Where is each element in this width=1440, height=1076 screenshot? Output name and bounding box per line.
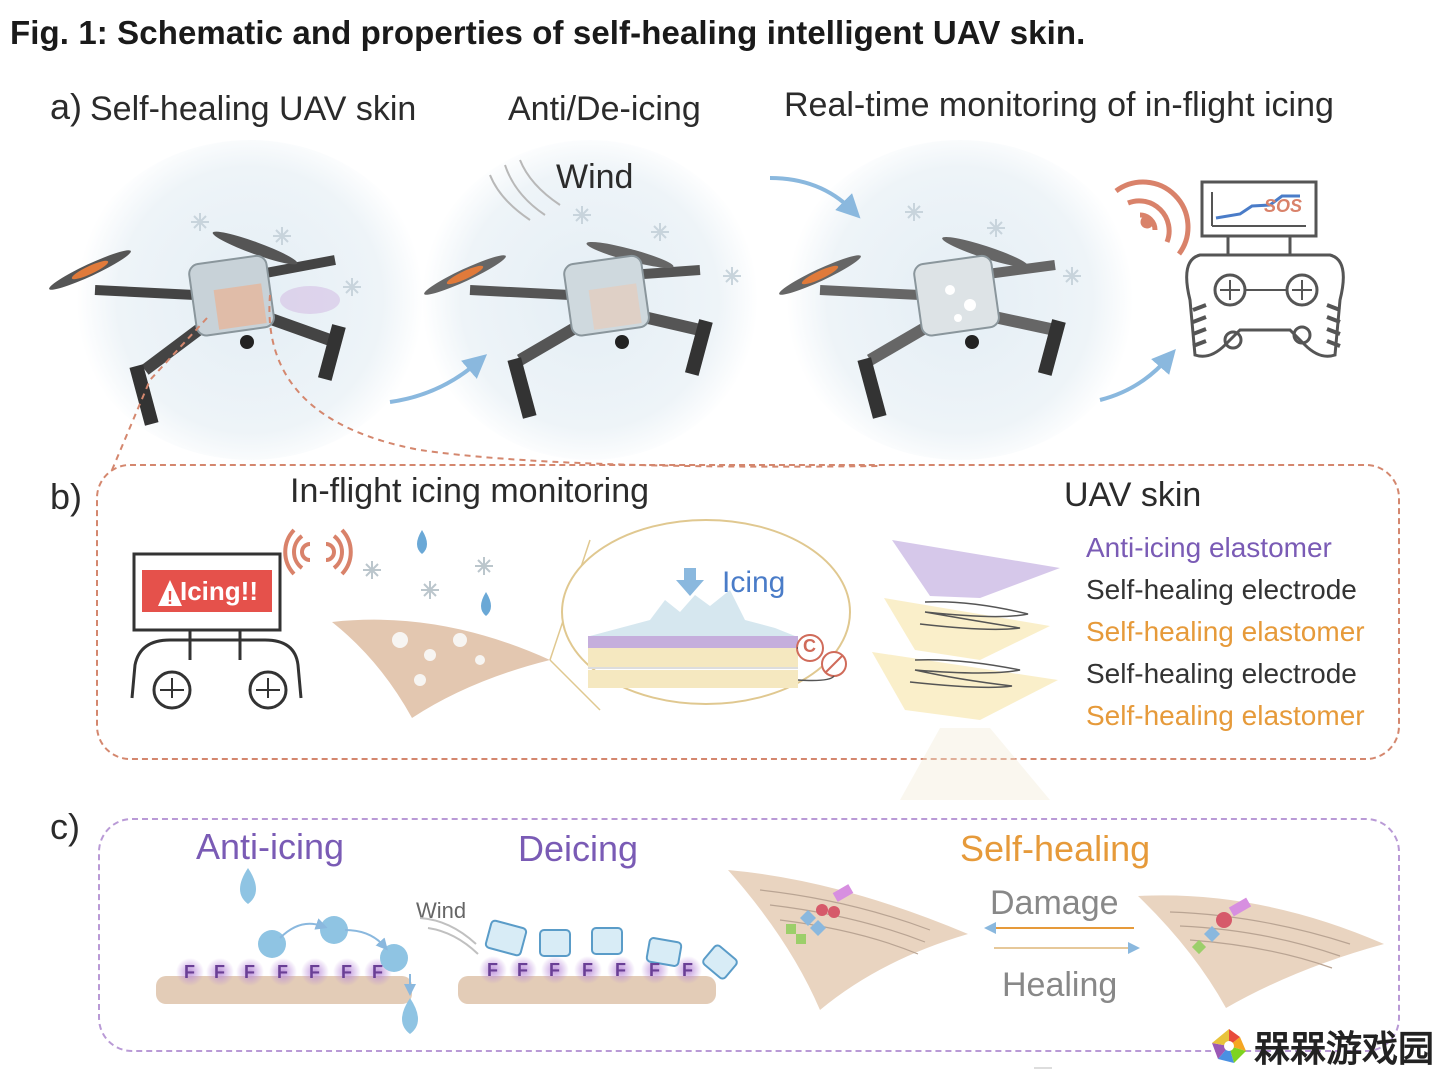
- f-symbol-de-2: F: [517, 960, 528, 980]
- skin-sheet-icon: [332, 619, 550, 718]
- snowflake-b-icons: [363, 557, 493, 599]
- warning-triangle-icon: [158, 580, 182, 606]
- anti-icing-f-glows: [176, 958, 392, 986]
- svg-text:!: !: [167, 588, 173, 608]
- figure-title: Fig. 1: Schematic and properties of self…: [10, 14, 1086, 51]
- f-symbol-de-3: F: [549, 960, 560, 980]
- panel-c-letter: c): [50, 806, 80, 847]
- label-damage: Damage: [990, 884, 1119, 922]
- layer-label-elastomer-1: Self-healing elastomer: [1086, 616, 1365, 647]
- water-drop-1-icon: [417, 530, 427, 554]
- wind-streaks-c-icon: [419, 917, 479, 955]
- f-symbol-anti-6: F: [341, 962, 352, 982]
- healed-molecules-icon: [1191, 897, 1252, 955]
- watermark-logo-icon: [1211, 1029, 1246, 1063]
- f-symbol-de-7: F: [682, 960, 693, 980]
- drone-1-icon: [49, 231, 346, 426]
- f-symbol-de-6: F: [649, 960, 660, 980]
- ice-layer-icon: [590, 590, 795, 636]
- f-symbol-de-4: F: [582, 960, 593, 980]
- f-symbol-anti-3: F: [244, 962, 255, 982]
- label-self-healing: Self-healing: [960, 828, 1151, 869]
- flow-arrow-1-icon: [389, 354, 488, 404]
- anti-icing-layer: [588, 636, 798, 648]
- heading-icing-monitoring: In-flight icing monitoring: [290, 472, 650, 510]
- heading-anti-deicing: Anti/De-icing: [508, 90, 701, 128]
- heading-realtime-monitoring: Real-time monitoring of in-flight icing: [784, 86, 1334, 124]
- watermark: 槑槑游戏园: [1210, 1020, 1434, 1072]
- panel-b-box: [96, 464, 1400, 760]
- label-anti-icing: Anti-icing: [196, 826, 345, 867]
- damage-molecules-icon: [786, 884, 854, 944]
- layer-label-elastomer-2: Self-healing elastomer: [1086, 700, 1365, 731]
- label-healing: Healing: [1002, 966, 1118, 1004]
- anti-icing-droplets: [240, 868, 418, 1034]
- roll-arrow-1-icon: [279, 918, 328, 939]
- wind-streaks-icon: [489, 159, 561, 221]
- wireless-signal-icon: [1114, 179, 1191, 256]
- f-symbol-anti-1: F: [184, 962, 195, 982]
- wireless-signal-b-icon: [283, 528, 353, 576]
- wind-label-a: Wind: [556, 158, 634, 196]
- water-drop-2-icon: [481, 592, 491, 616]
- flow-arrow-3-icon: [1099, 348, 1176, 402]
- label-deicing: Deicing: [518, 828, 639, 869]
- sos-screen-text: SOS: [1264, 196, 1303, 216]
- healed-sheet-icon: [1138, 895, 1384, 1008]
- snowflake-icons: [191, 203, 1081, 296]
- down-arrow-icon: [676, 568, 704, 596]
- panel-c-box: [98, 818, 1400, 1052]
- f-symbol-de-5: F: [615, 960, 626, 980]
- layer-label-electrode-1: Self-healing electrode: [1086, 574, 1357, 605]
- skin-layers-stack-icon: [872, 540, 1060, 800]
- icing-label: Icing: [722, 566, 786, 599]
- heading-self-healing-skin: Self-healing UAV skin: [90, 90, 417, 128]
- capacitance-symbol: C: [803, 636, 816, 656]
- elastomer-layer-bottom: [588, 670, 798, 688]
- f-symbol-anti-4: F: [277, 962, 288, 982]
- remote-controller-icon: [1185, 180, 1345, 358]
- f-symbol-anti-7: F: [372, 962, 383, 982]
- drone-3-icon: [779, 236, 1066, 419]
- panel-b-letter: b): [50, 476, 83, 517]
- damaged-sheet-icon: [728, 870, 968, 1010]
- panel-a-letter: a): [50, 86, 83, 127]
- f-symbol-de-1: F: [487, 960, 498, 980]
- heading-uav-skin: UAV skin: [1064, 476, 1202, 514]
- zoom-line-right-icon: [268, 294, 881, 468]
- layer-label-anti-icing: Anti-icing elastomer: [1086, 532, 1332, 563]
- f-symbol-anti-5: F: [309, 962, 320, 982]
- f-symbol-anti-2: F: [214, 962, 225, 982]
- watermark-text: 槑槑游戏园: [1253, 1029, 1434, 1070]
- flow-arrow-2-icon: [769, 176, 861, 219]
- alert-text: Icing!!: [180, 576, 258, 606]
- ice-cubes-icon: [484, 919, 738, 980]
- drone-2-icon: [424, 241, 713, 419]
- layer-label-electrode-2: Self-healing electrode: [1086, 658, 1357, 689]
- roll-arrow-2-icon: [344, 929, 388, 951]
- elastomer-layer-top: [588, 648, 798, 668]
